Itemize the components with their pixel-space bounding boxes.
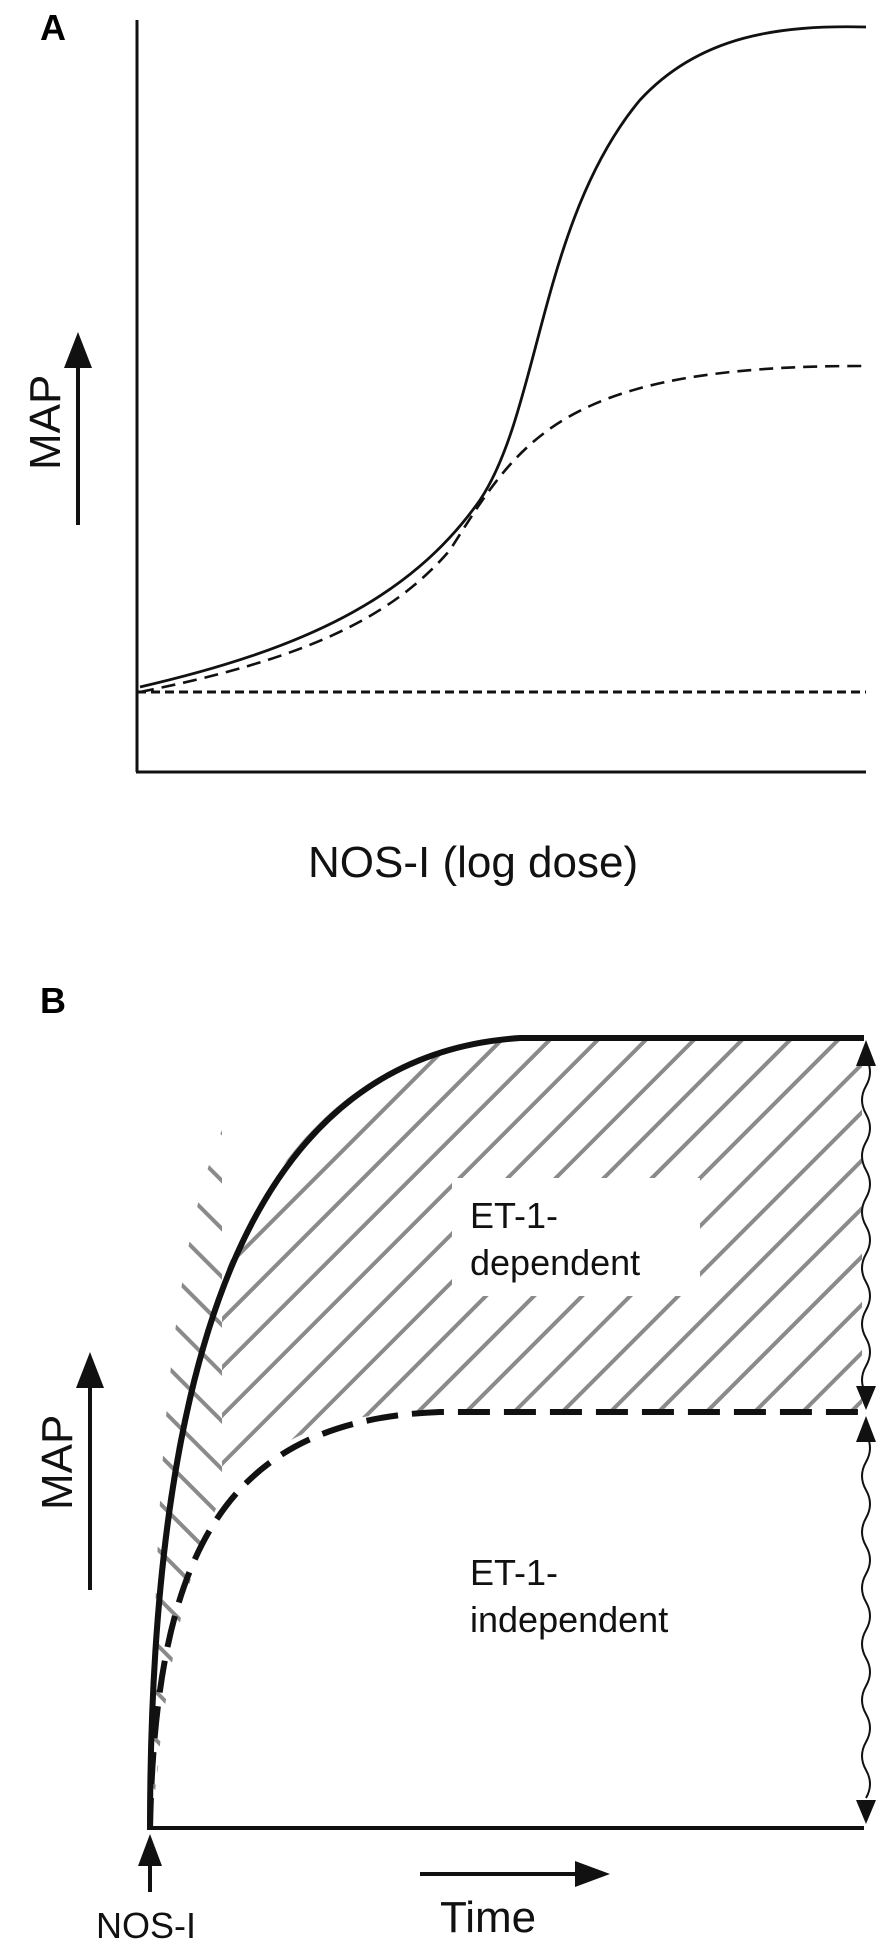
panel-a-y-label: MAP bbox=[21, 332, 92, 525]
right-arrow-icon bbox=[575, 1861, 610, 1887]
panel-a-letter: A bbox=[40, 7, 66, 48]
panel-b-solid-curve bbox=[147, 1035, 864, 1831]
panel-a-dashed-curve bbox=[139, 364, 867, 694]
panel-b-start-marker: NOS-I bbox=[96, 1834, 196, 1945]
panel-b-letter: B bbox=[40, 980, 66, 1021]
panel-b-hatch-dependent-region bbox=[152, 1036, 862, 1828]
panel-b-dependent-line2: dependent bbox=[470, 1242, 640, 1283]
panel-b-dashed-curve bbox=[147, 1409, 864, 1831]
panel-b-independent-line2: independent bbox=[470, 1599, 668, 1640]
panel-b-independent-range-arrow bbox=[856, 1416, 876, 1824]
panel-b-dependent-label-box bbox=[452, 1178, 700, 1296]
panel-b-independent-line1: ET-1- bbox=[470, 1552, 558, 1593]
panel-a-y-label-text: MAP bbox=[21, 375, 70, 470]
panel-b-y-label-text: MAP bbox=[33, 1415, 82, 1510]
panel-b-y-label: MAP bbox=[33, 1352, 104, 1590]
start-up-arrow-icon bbox=[138, 1834, 162, 1866]
panel-b-time-arrow: Time bbox=[420, 1861, 610, 1942]
panel-a-axes bbox=[135, 20, 866, 774]
down-arrowhead-icon bbox=[856, 1800, 876, 1824]
panel-a-up-arrow-icon bbox=[64, 332, 92, 368]
down-arrowhead-icon bbox=[856, 1386, 876, 1410]
up-arrowhead-icon bbox=[856, 1040, 876, 1066]
panel-b-start-label: NOS-I bbox=[96, 1905, 196, 1945]
panel-b-x-label: Time bbox=[440, 1893, 536, 1942]
panel-b-up-arrow-icon bbox=[76, 1352, 104, 1388]
panel-b-dependent-range-arrow bbox=[856, 1040, 876, 1410]
panel-a-x-label: NOS-I (log dose) bbox=[308, 838, 638, 887]
panel-a-solid-curve bbox=[139, 25, 867, 689]
panel-b-hatch-left-region bbox=[152, 1130, 222, 1828]
up-arrowhead-icon bbox=[856, 1416, 876, 1442]
panel-b-dependent-line1: ET-1- bbox=[470, 1195, 558, 1236]
